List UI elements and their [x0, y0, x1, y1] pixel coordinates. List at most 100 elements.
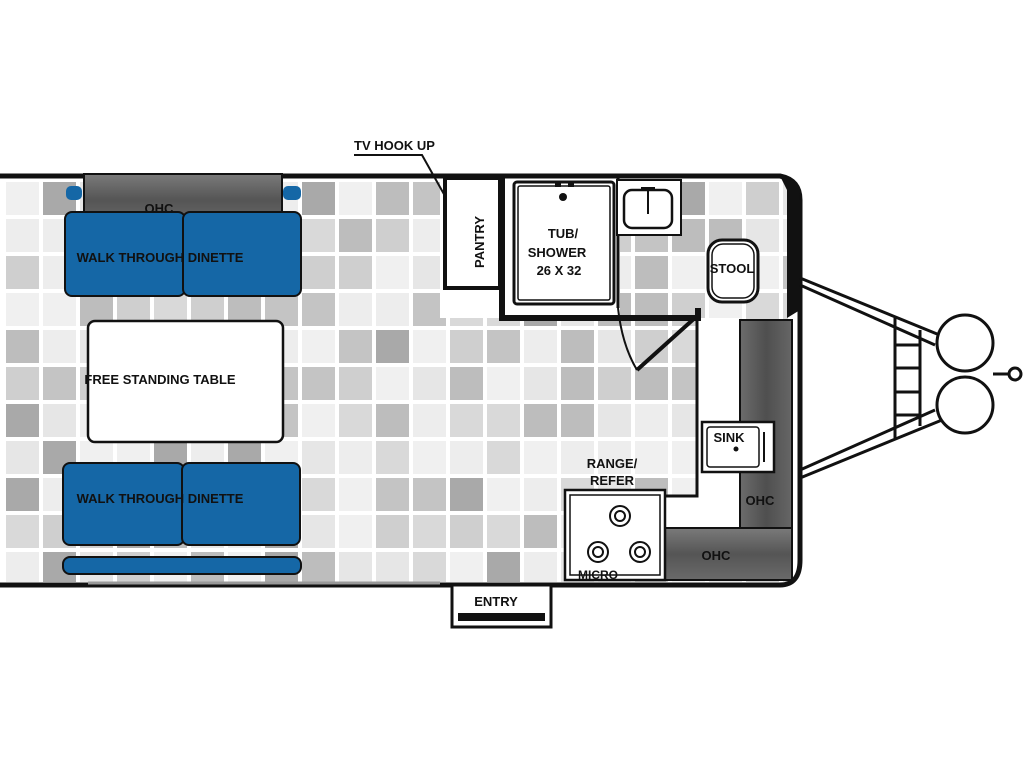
floor-tile — [302, 441, 335, 474]
floor-tile — [413, 367, 446, 400]
bathroom-door — [635, 314, 699, 372]
stool-label: STOOL — [710, 261, 755, 276]
floor-tile — [6, 552, 39, 582]
floor-tile — [413, 515, 446, 548]
floor-tile — [302, 182, 335, 215]
floor-tile — [413, 552, 446, 582]
floor-tile — [6, 441, 39, 474]
floor-tile — [376, 182, 409, 215]
dinette-top-label: WALK THROUGH DINETTE — [77, 250, 244, 265]
floor-tile — [6, 404, 39, 437]
floor-tile — [524, 478, 557, 511]
tub-shower — [512, 180, 616, 306]
floor-tile — [339, 367, 372, 400]
floor-tile — [635, 404, 668, 437]
tv-hookup-label: TV HOOK UP — [354, 138, 435, 153]
dinette-bottom-backrest — [62, 556, 302, 575]
floor-tile — [561, 441, 594, 474]
floor-tile — [302, 256, 335, 289]
floor-tile — [339, 441, 372, 474]
tub-faucet — [555, 182, 561, 187]
floor-tile — [783, 182, 788, 215]
floor-tile — [635, 256, 668, 289]
range-label-1: RANGE/ — [587, 456, 638, 471]
micro-label: MICRO — [578, 568, 618, 582]
kitchen-sink — [700, 420, 776, 474]
floor-tile — [43, 330, 76, 363]
pantry-label: PANTRY — [472, 216, 487, 268]
floor-tile — [709, 182, 742, 215]
entry-label: ENTRY — [474, 594, 518, 609]
floor-tile — [450, 404, 483, 437]
floor-tile — [672, 256, 705, 289]
ohc-right-label: OHC — [746, 493, 776, 508]
floor-tile — [376, 330, 409, 363]
tub-label-2: SHOWER — [528, 245, 587, 260]
tv-hookup-leader — [354, 154, 446, 197]
floor-tile — [487, 552, 520, 582]
kitchen-wall — [660, 316, 699, 498]
dinette-cushion-cap — [283, 186, 301, 200]
trailer-hitch — [799, 276, 1023, 480]
floor-tile — [524, 404, 557, 437]
floor-tile — [339, 552, 372, 582]
floor-tile — [339, 330, 372, 363]
floor-tile — [783, 256, 788, 289]
floor-tile — [635, 293, 668, 326]
floor-tile — [524, 330, 557, 363]
floor-tile — [302, 367, 335, 400]
range-refer — [563, 488, 667, 582]
tub-label-3: 26 X 32 — [537, 263, 582, 278]
floor-tile — [783, 293, 788, 326]
floor-tile — [524, 367, 557, 400]
floor-tile — [450, 441, 483, 474]
floor-tile — [450, 367, 483, 400]
floor-tile — [302, 293, 335, 326]
floor-tile — [561, 330, 594, 363]
floor-tile — [487, 478, 520, 511]
floor-tile — [43, 293, 76, 326]
sink-icon — [706, 426, 760, 468]
floor-tile — [413, 441, 446, 474]
floor-tile — [598, 367, 631, 400]
floor-tile — [450, 552, 483, 582]
tub-faucet — [568, 182, 574, 187]
floor-tile — [6, 515, 39, 548]
floor-tile — [524, 552, 557, 582]
floor-tile — [376, 552, 409, 582]
floor-tile — [339, 515, 372, 548]
floor-tile — [487, 404, 520, 437]
bathroom-wall — [499, 176, 701, 321]
floor-tile — [376, 515, 409, 548]
front-wall-cap — [780, 176, 800, 318]
floor-tile — [450, 330, 483, 363]
floor-tile — [487, 367, 520, 400]
floor-tile — [6, 182, 39, 215]
burner-icons — [587, 505, 651, 563]
floor-tile — [302, 219, 335, 252]
floor-tile — [302, 330, 335, 363]
dinette-seat-top-right — [182, 211, 302, 297]
floor-tile — [6, 330, 39, 363]
dinette-cushion-cap — [66, 186, 82, 200]
pantry — [443, 176, 502, 290]
table-label: FREE STANDING TABLE — [84, 372, 236, 387]
tub-label-1: TUB/ — [548, 226, 579, 241]
floor-tile — [339, 219, 372, 252]
floor-tile — [376, 478, 409, 511]
floor-tile — [450, 515, 483, 548]
floor-tile — [376, 441, 409, 474]
dinette-bottom-label: WALK THROUGH DINETTE — [77, 491, 244, 506]
floor-tile — [6, 219, 39, 252]
floor-tile — [524, 515, 557, 548]
floor-tile — [524, 441, 557, 474]
floor-tile — [6, 367, 39, 400]
floor-tile — [339, 478, 372, 511]
tub-inner — [517, 185, 611, 301]
floor-tile — [635, 441, 668, 474]
floor-tile — [413, 404, 446, 437]
floor-tile — [302, 552, 335, 582]
floor-tile — [43, 404, 76, 437]
floor-tile — [598, 441, 631, 474]
